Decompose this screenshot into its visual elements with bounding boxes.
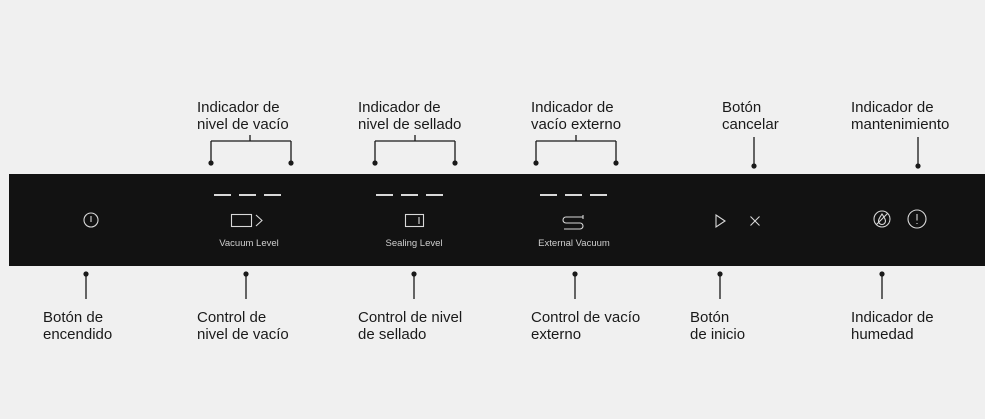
- leader-maintenance: [915, 137, 921, 169]
- label-line: mantenimiento: [851, 116, 950, 133]
- label-line: Indicador de: [531, 99, 614, 116]
- label-line: Control de: [197, 309, 267, 326]
- leader-sealing-control: [411, 271, 417, 299]
- vacuum-level-icon[interactable]: [230, 213, 267, 228]
- no-moisture-icon: [873, 210, 891, 228]
- sealing-level-icon[interactable]: [404, 213, 425, 228]
- vacuum-level-caption: Vacuum Level: [219, 238, 279, 249]
- label-external-vacuum-indicator: Indicador de vacío externo: [531, 99, 621, 133]
- label-line: Indicador de: [851, 99, 934, 116]
- leader-external-control: [572, 271, 578, 299]
- top-leader-lines: [208, 135, 921, 169]
- sealing-level-caption: Sealing Level: [385, 238, 443, 249]
- bracket-sealing-level: [372, 135, 458, 166]
- label-power-button: Botón de encendido: [43, 309, 112, 343]
- label-line: Botón: [722, 99, 762, 116]
- label-line: de inicio: [690, 326, 746, 343]
- label-line: Indicador de: [851, 309, 934, 326]
- label-line: cancelar: [722, 116, 779, 133]
- label-line: nivel de vacío: [197, 116, 289, 133]
- segment: [426, 194, 443, 196]
- label-line: nivel de vacío: [197, 326, 289, 343]
- bottom-leader-lines: [83, 271, 885, 299]
- power-icon[interactable]: [83, 212, 99, 228]
- segment: [239, 194, 256, 196]
- label-line: Botón de: [43, 309, 104, 326]
- external-vacuum-caption: External Vacuum: [538, 238, 610, 249]
- label-line: Indicador de: [197, 99, 280, 116]
- label-sealing-level-indicator: Indicador de nivel de sellado: [358, 99, 461, 133]
- label-line: externo: [531, 326, 582, 343]
- close-icon[interactable]: [749, 215, 761, 227]
- label-humidity-indicator: Indicador de humedad: [851, 309, 934, 343]
- label-line: humedad: [851, 326, 914, 343]
- control-panel: Vacuum Level Sealing Level External Vacu…: [9, 174, 985, 266]
- leader-vacuum-control: [243, 271, 249, 299]
- leader-start: [717, 271, 723, 299]
- label-maintenance-indicator: Indicador de mantenimiento: [851, 99, 949, 133]
- leader-power: [83, 271, 89, 299]
- leader-humidity: [879, 271, 885, 299]
- label-line: Indicador de: [358, 99, 441, 116]
- external-vacuum-icon[interactable]: [562, 215, 586, 231]
- label-line: de sellado: [358, 326, 427, 343]
- label-vacuum-level-control: Control de nivel de vacío: [197, 309, 289, 343]
- segment: [590, 194, 607, 196]
- vacuum-level-indicator: [214, 194, 281, 196]
- label-external-vacuum-control: Control de vacío externo: [531, 309, 640, 343]
- label-line: nivel de sellado: [358, 116, 462, 133]
- label-sealing-level-control: Control de nivel de sellado: [358, 309, 462, 343]
- label-line: Botón: [690, 309, 730, 326]
- label-vacuum-level-indicator: Indicador de nivel de vacío: [197, 99, 289, 133]
- bracket-external-vacuum: [533, 135, 619, 166]
- label-line: encendido: [43, 326, 113, 343]
- alert-icon: [907, 209, 927, 229]
- label-line: vacío externo: [531, 116, 622, 133]
- segment: [565, 194, 582, 196]
- segment: [376, 194, 393, 196]
- segment: [540, 194, 557, 196]
- sealing-level-indicator: [376, 194, 443, 196]
- segment: [401, 194, 418, 196]
- label-line: Control de nivel: [358, 309, 463, 326]
- label-start-button: Botón de inicio: [690, 309, 745, 343]
- bracket-vacuum-level: [208, 135, 294, 166]
- external-vacuum-indicator: [540, 194, 607, 196]
- play-icon[interactable]: [715, 213, 727, 229]
- label-cancel-button: Botón cancelar: [722, 99, 779, 133]
- leader-cancel: [751, 137, 757, 169]
- segment: [214, 194, 231, 196]
- segment: [264, 194, 281, 196]
- label-line: Control de vacío: [531, 309, 641, 326]
